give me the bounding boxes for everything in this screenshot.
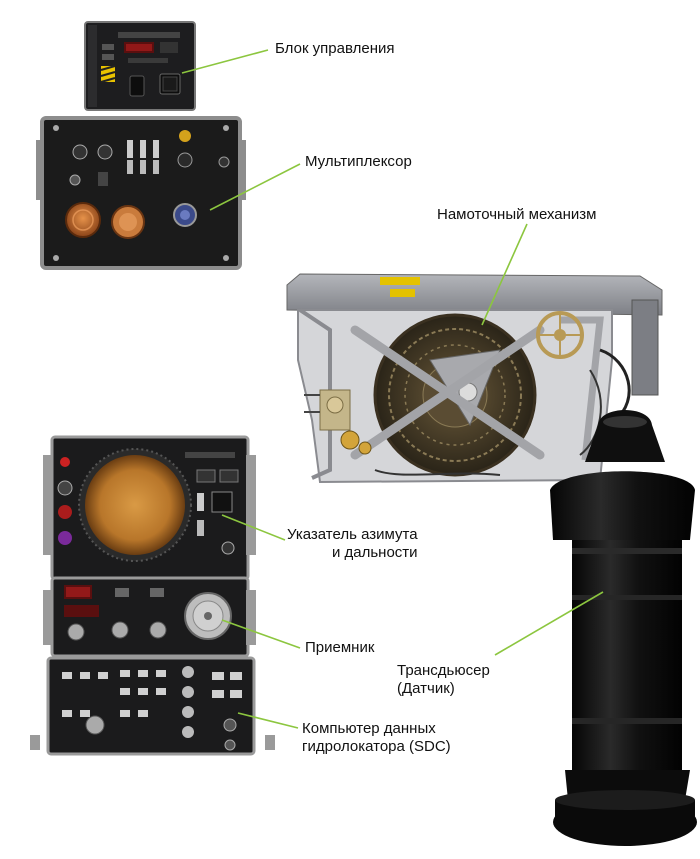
label-receiver: Приемник <box>305 639 375 656</box>
knob-panel-icon <box>43 576 256 658</box>
control-box-icon <box>84 21 196 111</box>
label-multiplexer: Мультиплексор <box>305 153 412 170</box>
leader-transducer <box>494 591 604 656</box>
leader-sdc <box>237 712 299 729</box>
connector-panel-icon <box>36 116 246 270</box>
leader-indicator <box>221 514 286 541</box>
label-sdc: Компьютер данных гидролокатора (SDC) <box>302 720 451 755</box>
label-reel-mechanism: Намоточный механизм <box>437 206 597 223</box>
label-indicator: Указатель азимута и дальности <box>287 526 418 561</box>
label-transducer: Трансдьюсер (Датчик) <box>397 662 490 697</box>
leader-receiver <box>221 619 301 649</box>
leader-multiplexer <box>209 163 301 211</box>
leader-lines <box>181 49 604 729</box>
leader-control-unit <box>181 49 269 74</box>
leader-reel <box>481 223 528 326</box>
transducer-icon <box>550 410 697 846</box>
label-control-unit: Блок управления <box>275 40 395 57</box>
switch-panel-icon <box>30 656 275 756</box>
crt-display-icon <box>43 435 256 581</box>
cable-reel-icon <box>286 273 663 484</box>
